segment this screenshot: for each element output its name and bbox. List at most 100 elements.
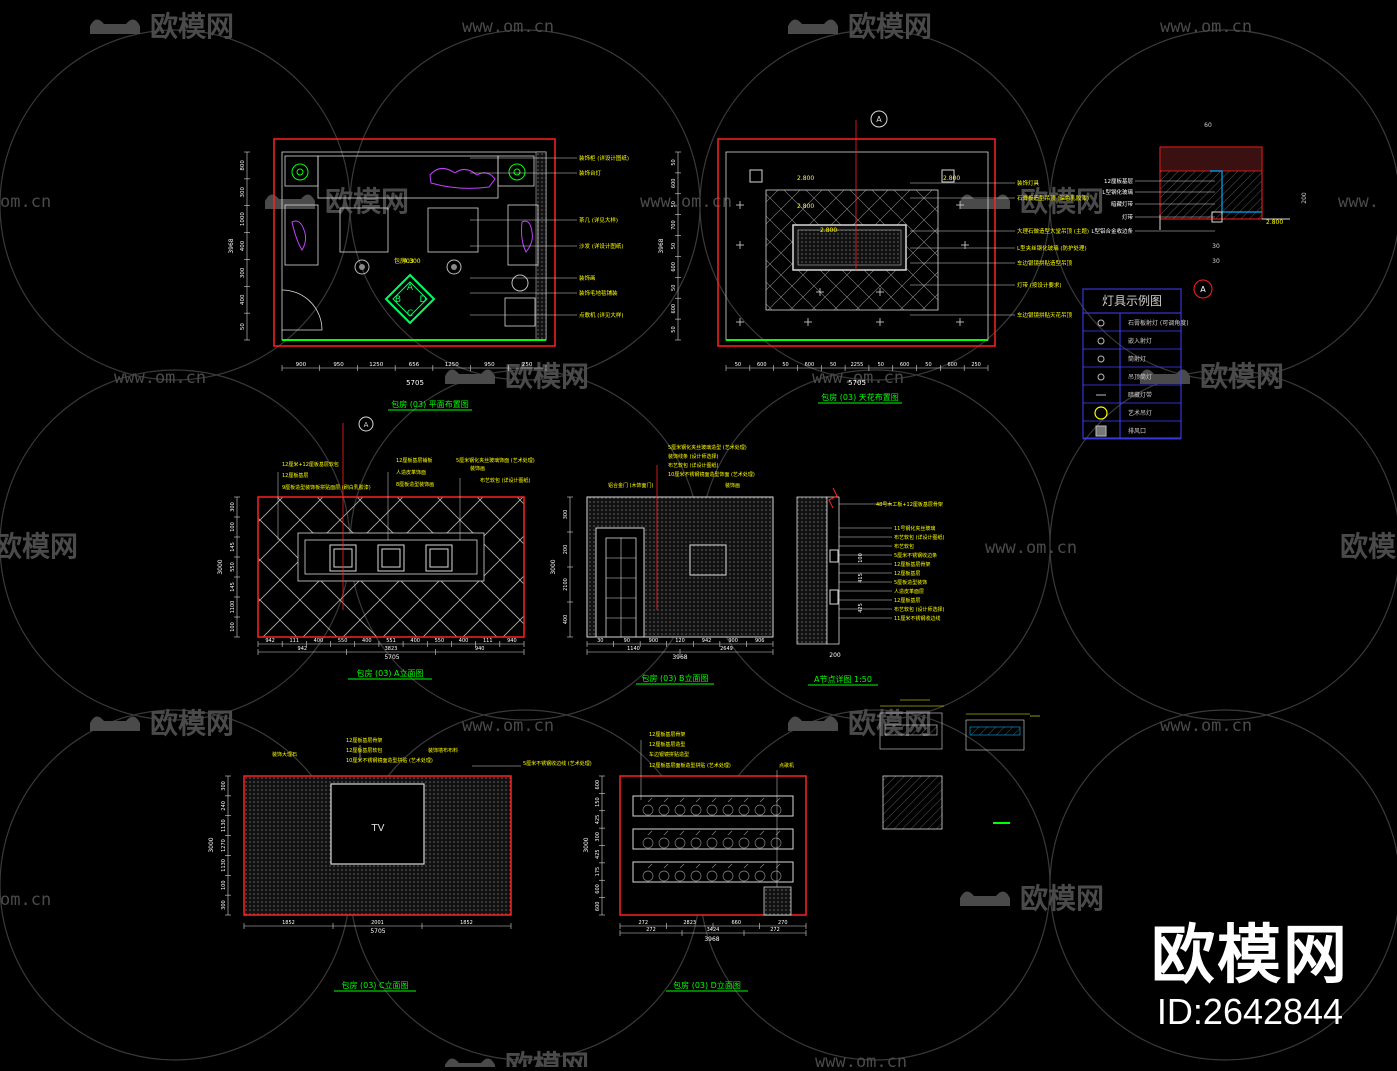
dimension-value: 550 <box>338 638 348 644</box>
node-a-dim-width: 200 <box>829 652 841 659</box>
wine-bottle-neck <box>679 863 685 869</box>
wine-bottle-neck <box>759 830 765 836</box>
wine-bottle-neck <box>775 797 781 803</box>
elev-a-annotation: 布艺软包 (详设计图纸) <box>480 477 531 484</box>
elev-c-annotation: 5厘米不锈钢收边线 (艺术处理) <box>523 760 592 767</box>
plan-title: 包房 (03) 平面布置图 <box>391 399 469 409</box>
detail-dim-a: 30 <box>1212 243 1220 250</box>
node-a-annotation: 12厘板基层 <box>894 570 920 577</box>
dimension-value: 2255 <box>851 362 864 368</box>
wine-bottle-neck <box>647 797 653 803</box>
watermark-brand-partial: 欧模网 <box>0 530 78 563</box>
dimension-value: 111 <box>289 638 299 644</box>
wine-bottle-neck <box>663 830 669 836</box>
node-a-dimension: 415 <box>858 573 864 583</box>
watermark-url: www.om.cn <box>985 538 1077 558</box>
watermark-url-partial: om.cn <box>0 192 51 212</box>
wine-bottle-neck <box>743 863 749 869</box>
node-a-annotation: 12厘板基层 <box>894 597 920 604</box>
elev-a-title: 包房 (03) A立面图 <box>357 668 424 678</box>
elev-b-annotation: 装饰画 <box>725 482 740 489</box>
detail-level: 2.800 <box>1266 219 1283 226</box>
legend-item-label: 筒射灯 <box>1128 355 1146 363</box>
elev-a-annotation: 人造皮革饰面 <box>396 469 426 476</box>
dimension-value: 100 <box>221 880 227 890</box>
watermark-brand: 欧模网 <box>1200 360 1284 393</box>
elev-b-left-total: 3000 <box>550 559 557 574</box>
dimension-value: 1852 <box>282 920 295 926</box>
dimension-value: 656 <box>409 362 420 368</box>
detail-dim-b: 30 <box>1212 258 1220 265</box>
dimension-value: 100 <box>230 622 236 632</box>
wine-bottle-neck <box>759 797 765 803</box>
wine-bottle <box>738 837 750 849</box>
detail-dim-height: 200 <box>1301 192 1308 204</box>
dimension-value: 700 <box>671 220 677 230</box>
legend-item-label: 石膏板射灯 (可调角度) <box>1128 319 1189 327</box>
plan-annotation: 点歌机 (详见大样) <box>579 311 624 319</box>
wine-bottle <box>674 837 686 849</box>
dimension-value: 272 <box>770 927 780 933</box>
wine-bottle-neck <box>775 863 781 869</box>
small-details <box>879 699 1040 830</box>
dimension-value: 906 <box>755 638 765 644</box>
node-a-annotation: 布艺软包 (设计师选择) <box>894 606 945 613</box>
dimension-value: 942 <box>265 638 275 644</box>
ceiling-annotation: 灯带 (按设计要求) <box>1017 281 1062 289</box>
elev-b-total: 3968 <box>672 654 687 661</box>
dimension-value: 50 <box>671 201 677 207</box>
dimension-value: 400 <box>362 638 372 644</box>
wine-bottle <box>658 837 670 849</box>
detail-annotation: 灯带 <box>1122 213 1134 221</box>
dimension-value: 1270 <box>221 839 227 852</box>
dimension-value: 50 <box>671 243 677 249</box>
watermark-url: www.om.cn <box>462 17 554 37</box>
watermark-sofa-icon <box>1140 369 1190 384</box>
wine-bottle <box>706 804 718 816</box>
watermark-ring <box>1049 709 1397 1061</box>
elev-d-total: 3968 <box>704 936 719 943</box>
dimension-value: 300 <box>240 267 246 278</box>
ceiling-level-2: 2.800 <box>797 203 814 210</box>
wine-bottle <box>658 870 670 882</box>
dimension-value: 100 <box>230 522 236 532</box>
wine-bottle <box>722 837 734 849</box>
detail-annotation: 暗藏灯带 <box>1111 200 1134 208</box>
dimension-value: 600 <box>671 304 677 314</box>
legend-title: 灯具示例图 <box>1102 294 1162 308</box>
watermark-sofa-icon <box>960 891 1010 906</box>
dimension-value: 425 <box>595 849 601 859</box>
dimension-value: 272 <box>638 920 648 926</box>
dimension-value: 600 <box>947 362 957 368</box>
wine-bottle-neck <box>711 863 717 869</box>
dimension-value: 1130 <box>221 859 227 872</box>
elev-a-annotation: 9厘板造型装饰板拼贴面层 (刷白乳胶漆) <box>282 484 371 491</box>
watermark-ring <box>1049 29 1397 381</box>
elev-d-annotation: 12厘板基层造型 <box>649 741 685 748</box>
dimension-value: 300 <box>240 187 246 198</box>
elev-a-annotation: 8厘板造型装饰画 <box>396 481 434 488</box>
wine-bottle <box>642 837 654 849</box>
dimension-value: 400 <box>240 240 246 251</box>
legend-item-label: 暗藏灯带 <box>1128 391 1152 399</box>
wine-bottle <box>770 804 782 816</box>
dimension-value: 660 <box>731 920 741 926</box>
dimension-value: 50 <box>830 362 836 368</box>
ceiling-title: 包房 (03) 天花布置图 <box>821 392 899 402</box>
node-a-annotation: 12厘板基层骨架 <box>894 561 930 568</box>
legend-item-label: 排风口 <box>1128 427 1146 435</box>
wine-bottle <box>754 804 766 816</box>
plan-annotation: 装饰毛地毯铺装 <box>579 289 618 297</box>
dimension-value: 272 <box>646 927 656 933</box>
legend-item-label: 艺术吊灯 <box>1128 409 1152 417</box>
